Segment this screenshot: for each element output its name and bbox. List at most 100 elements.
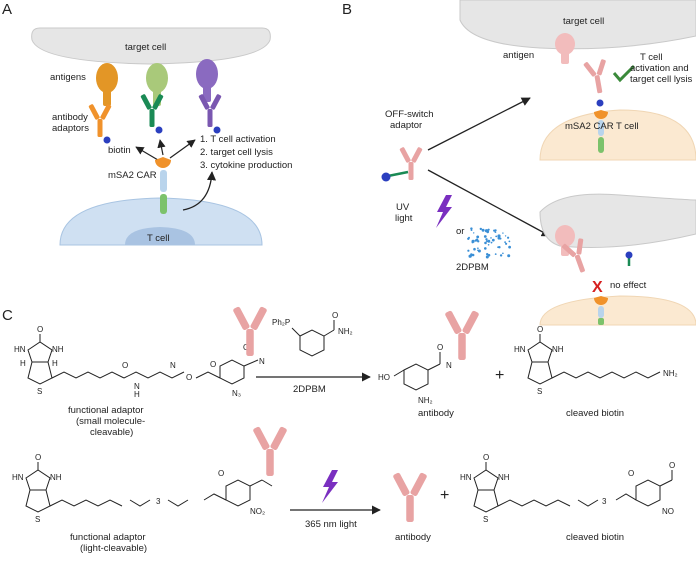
antigen-b-top — [555, 33, 575, 64]
adaptors-line2: adaptors — [52, 123, 89, 134]
antigen-orange — [96, 63, 118, 106]
s-atom-biotin4: S — [483, 515, 488, 524]
o-atom-prod1: O — [437, 343, 443, 352]
car-head-b-top — [594, 110, 608, 119]
car-signal — [160, 194, 167, 214]
particle — [486, 240, 488, 243]
biotin-dot-purple — [213, 126, 221, 134]
o-atom-ketone: O — [669, 461, 675, 470]
particle — [471, 253, 475, 257]
particle — [494, 231, 497, 234]
arrow-b-down — [427, 169, 551, 237]
2dpbm-structure — [291, 320, 335, 357]
car-hinge-b-top — [598, 120, 604, 136]
x-mark-icon: X — [592, 279, 603, 296]
panel-label-a: A — [2, 1, 12, 18]
nh-atom-biotin3: NH — [50, 473, 62, 482]
s-atom-biotin2: S — [537, 387, 542, 396]
antigen-purple — [196, 59, 218, 102]
hn-atom-biotin4: HN — [460, 473, 472, 482]
outcome-line3: target cell lysis — [630, 74, 693, 85]
no2-label: NO₂ — [250, 507, 265, 516]
particle — [491, 238, 495, 242]
cleaved-biotin-label-row2: cleaved biotin — [566, 532, 624, 543]
particle — [497, 246, 499, 249]
nh-atom-biotin2: NH — [552, 345, 564, 354]
h-atom-row1a: H — [134, 390, 140, 399]
particle — [487, 244, 490, 246]
check-icon — [612, 64, 636, 83]
particle — [497, 234, 501, 238]
no-label: NO — [662, 507, 674, 516]
panel-label-c: C — [2, 307, 13, 324]
cleaved-biotin-structure-row1 — [527, 334, 661, 385]
particle — [497, 236, 501, 240]
s-atom-biotin3: S — [35, 515, 40, 524]
biotin-dot-b-top — [596, 99, 604, 107]
o-atom-row1a: O — [122, 361, 128, 370]
particle — [495, 235, 498, 238]
particle — [493, 229, 496, 232]
arrow-b-up — [427, 97, 531, 151]
antibody-label-row1: antibody — [418, 408, 454, 419]
t-cell-nucleus-a — [125, 227, 195, 245]
particle — [467, 237, 470, 240]
t-cell-label-a: T cell — [147, 233, 170, 244]
particle — [481, 228, 485, 232]
step-3: 3. cytokine production — [200, 160, 292, 171]
particle — [498, 246, 501, 249]
msa2-car-head — [155, 157, 171, 168]
no-effect-label: no effect — [610, 280, 647, 291]
particle — [470, 254, 473, 257]
biotin-label-a: biotin — [108, 145, 131, 156]
particle — [483, 235, 487, 238]
arrow-car-left — [135, 146, 159, 161]
plus-row1: + — [495, 367, 504, 384]
s-atom-biotin1: S — [37, 387, 42, 396]
particle — [485, 255, 489, 259]
nh2-prod1: NH₂ — [418, 396, 433, 405]
off-switch-line2: adaptor — [390, 120, 422, 131]
n3-label: N₃ — [232, 389, 241, 398]
arrow-to-steps — [182, 171, 217, 211]
particle — [508, 245, 511, 249]
cleaved-biotin-b — [625, 251, 633, 259]
antibody-row2-left — [252, 426, 288, 476]
nh-atom-biotin1: NH — [52, 345, 64, 354]
car-hinge — [160, 170, 167, 192]
uv-bolt-icon-c — [322, 470, 338, 503]
ho-label: HO — [378, 373, 390, 382]
uv-line2: light — [395, 213, 413, 224]
particle — [484, 247, 487, 250]
antibody-adaptor-orange — [88, 103, 112, 137]
particle — [499, 254, 503, 257]
nh-atom-biotin4: NH — [498, 473, 510, 482]
particle — [490, 241, 493, 244]
arrow-car-up — [157, 139, 166, 156]
particle — [507, 236, 510, 239]
nh2-2dpbm: NH₂ — [338, 327, 353, 336]
off-switch-biotin — [381, 172, 391, 182]
car-signal-b-top — [598, 137, 604, 153]
caption-row1-line3: cleavable) — [90, 427, 133, 438]
caption-row2-left: functional adaptor (light-cleavable) — [70, 532, 148, 554]
particle — [508, 240, 511, 243]
car-t-cell-b-top — [539, 109, 696, 161]
step-2: 2. target cell lysis — [200, 147, 273, 158]
particle — [487, 253, 491, 257]
target-cell-b-top — [459, 0, 696, 50]
biotin-structure-row2 — [25, 462, 273, 513]
off-switch-line1: OFF-switch — [385, 109, 434, 120]
h-atom-biotin1a: H — [20, 359, 26, 368]
antibody-label-row2: antibody — [395, 532, 431, 543]
o-atom-row2-methoxy2: O — [628, 469, 634, 478]
o-atom-biotin3: O — [35, 453, 41, 462]
antibody-row2-product — [392, 472, 428, 522]
particle — [484, 241, 487, 245]
hn-atom-biotin3: HN — [12, 473, 24, 482]
particle — [477, 247, 479, 249]
n-atom-row1b: N — [170, 361, 176, 370]
uv-line1: UV — [396, 202, 410, 213]
particle — [471, 241, 474, 244]
2dpbm-label-b: 2DPBM — [456, 262, 489, 273]
